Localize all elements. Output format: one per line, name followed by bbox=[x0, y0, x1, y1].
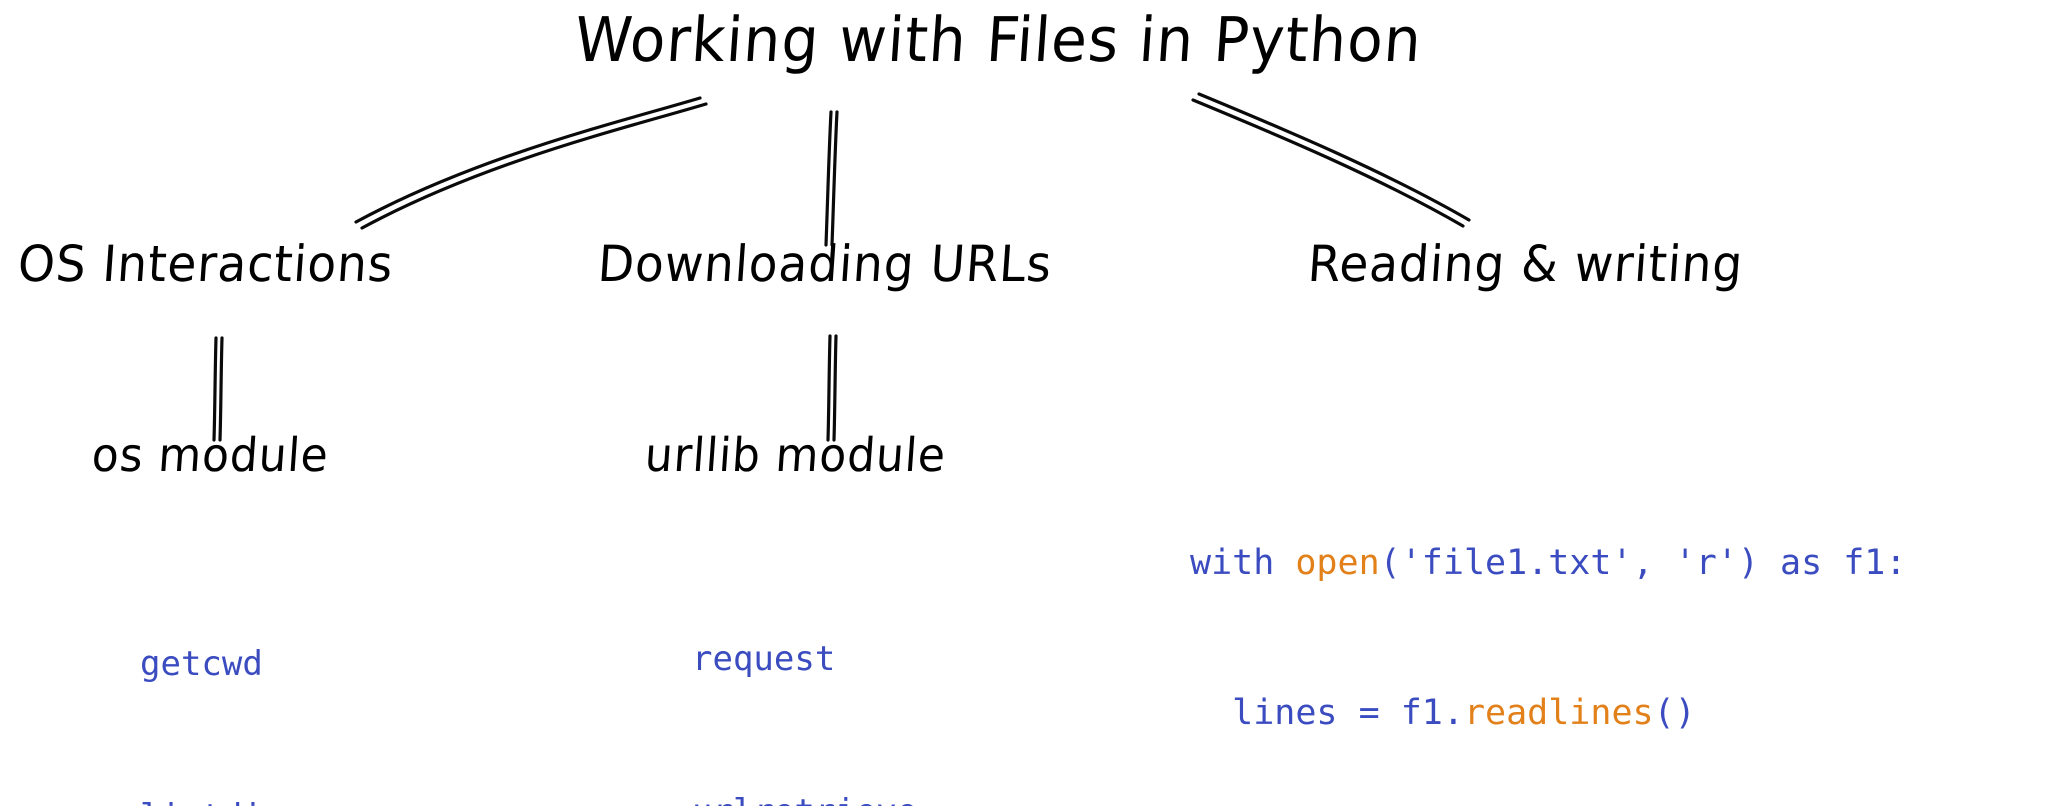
list-item: urlretrieve bbox=[692, 787, 917, 806]
list-item: request bbox=[692, 639, 836, 679]
code-sample-reading-writing: with open('file1.txt', 'r') as f1: lines… bbox=[1190, 438, 1906, 806]
module-label-text: os module bbox=[90, 428, 331, 483]
code-token: with bbox=[1190, 543, 1296, 583]
branch-label-text: OS Interactions bbox=[15, 235, 396, 294]
code-line: lines = f1.readlines() bbox=[1190, 688, 1906, 738]
list-item: getcwd bbox=[140, 644, 263, 684]
branch-label-downloading-urls: Downloading URLs bbox=[595, 235, 1055, 294]
code-token-function: readlines bbox=[1463, 693, 1654, 733]
branch-label-os-interactions: OS Interactions bbox=[15, 235, 396, 294]
connector-title-to-os bbox=[354, 96, 708, 230]
module-label-os: os module bbox=[90, 428, 331, 483]
list-item: listdir bbox=[140, 792, 304, 806]
diagram-title: Working with Files in Python bbox=[572, 3, 1425, 77]
branch-label-reading-writing: Reading & writing bbox=[1305, 235, 1746, 294]
code-token: lines = f1. bbox=[1190, 693, 1464, 733]
connector-title-to-reading bbox=[1191, 92, 1471, 228]
function-list-os: getcwd listdir makedirs ... bbox=[140, 537, 304, 806]
module-label-text: urllib module bbox=[643, 428, 948, 483]
connector-os-to-osmodule bbox=[212, 336, 224, 442]
diagram-title-text: Working with Files in Python bbox=[572, 3, 1425, 77]
function-list-urllib: request urlretrieve ... bbox=[692, 532, 917, 806]
connector-downloading-to-urllib bbox=[826, 334, 838, 442]
module-label-urllib: urllib module bbox=[643, 428, 948, 483]
code-token: () bbox=[1653, 693, 1696, 733]
branch-label-text: Downloading URLs bbox=[595, 235, 1055, 294]
code-token-function: open bbox=[1295, 543, 1380, 583]
code-token: ('file1.txt', 'r') as f1: bbox=[1379, 543, 1907, 583]
branch-label-text: Reading & writing bbox=[1305, 235, 1746, 294]
code-line: with open('file1.txt', 'r') as f1: bbox=[1190, 538, 1906, 588]
connector-title-to-downloading bbox=[824, 110, 839, 247]
